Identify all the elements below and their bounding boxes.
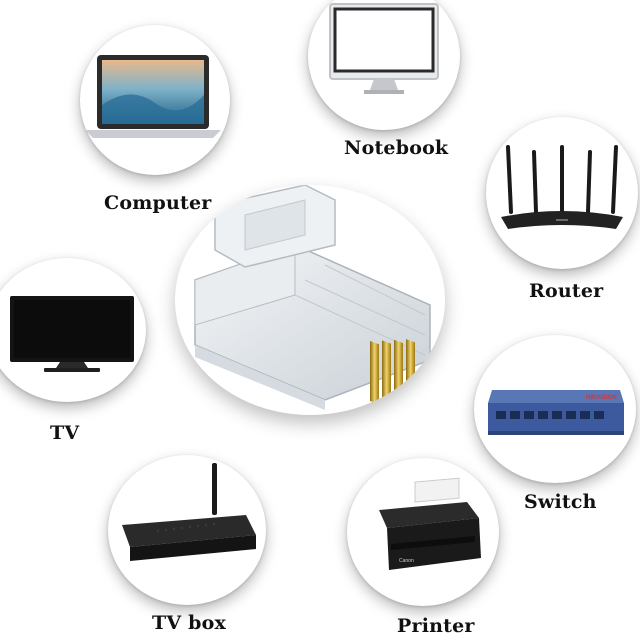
router-label: Router [529, 280, 604, 302]
notebook-circle [308, 0, 460, 130]
network-switch-icon: HIKVISION [488, 390, 624, 435]
laptop-icon [85, 55, 221, 138]
tv-box-circle [108, 455, 266, 605]
tv-box-icon [122, 463, 256, 561]
rj45-connector-circle [175, 185, 445, 415]
tv-label: TV [50, 422, 80, 444]
switch-label: Switch [524, 491, 597, 513]
printer-brand: Canon [399, 558, 414, 564]
switch-brand: HIKVISION [586, 395, 617, 401]
tv-box-label: TV box [152, 612, 226, 634]
printer-circle: Canon [347, 458, 499, 606]
monitor-icon [329, 3, 439, 94]
switch-circle: HIKVISION [474, 335, 636, 483]
computer-label: Computer [104, 192, 212, 214]
rj45-connector-icon [194, 185, 431, 410]
tv-circle [0, 258, 146, 402]
notebook-label: Notebook [344, 137, 449, 159]
printer-icon: Canon [379, 477, 481, 570]
printer-label: Printer [397, 615, 475, 637]
gold-pins [370, 339, 415, 405]
router-circle [486, 117, 638, 269]
router-icon [501, 145, 623, 229]
computer-circle [80, 25, 230, 175]
tv-icon [10, 296, 134, 372]
